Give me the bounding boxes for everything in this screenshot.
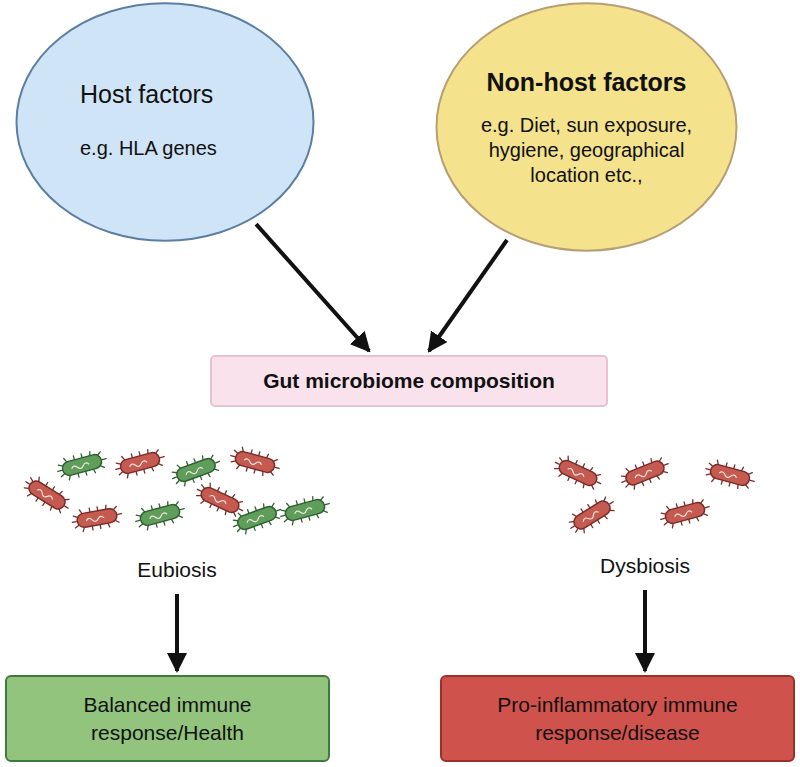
node-heading: Dysbiosis <box>600 554 690 578</box>
node-body: e.g. Diet, sun exposure, hygiene, geogra… <box>479 113 694 188</box>
box-outline <box>5 675 330 762</box>
shape-fill <box>441 676 794 761</box>
node-heading: Eubiosis <box>137 558 216 582</box>
shape-fill <box>17 3 314 241</box>
process-box: Gut microbiome composition <box>210 355 608 407</box>
flow-arrow <box>429 240 507 351</box>
box-outline <box>440 675 795 762</box>
state-label: Dysbiosis <box>575 548 715 584</box>
node-heading: Balanced immune response/Health <box>53 691 283 746</box>
node-heading: Non-host factors <box>475 68 698 97</box>
flow-arrow <box>643 590 647 671</box>
non-host-factor-circle: Non-host factors e.g. Diet, sun exposure,… <box>435 2 738 252</box>
flow-arrow <box>256 224 369 351</box>
state-label: Eubiosis <box>107 552 247 588</box>
shape-fill <box>437 3 737 251</box>
flow-arrow <box>175 594 179 671</box>
shape-fill <box>6 676 329 761</box>
outcome-box: Pro-inflammatory immune response/disease <box>440 675 795 762</box>
circle-outline <box>15 2 315 242</box>
node-body: e.g. HLA genes <box>80 137 295 160</box>
node-heading: Host factors <box>80 80 295 109</box>
host-factor-circle: Host factors e.g. HLA genes <box>15 2 315 242</box>
node-heading: Pro-inflammatory immune response/disease <box>468 691 768 746</box>
shape-fill <box>211 356 607 406</box>
node-heading: Gut microbiome composition <box>263 369 555 393</box>
outcome-box: Balanced immune response/Health <box>5 675 330 762</box>
